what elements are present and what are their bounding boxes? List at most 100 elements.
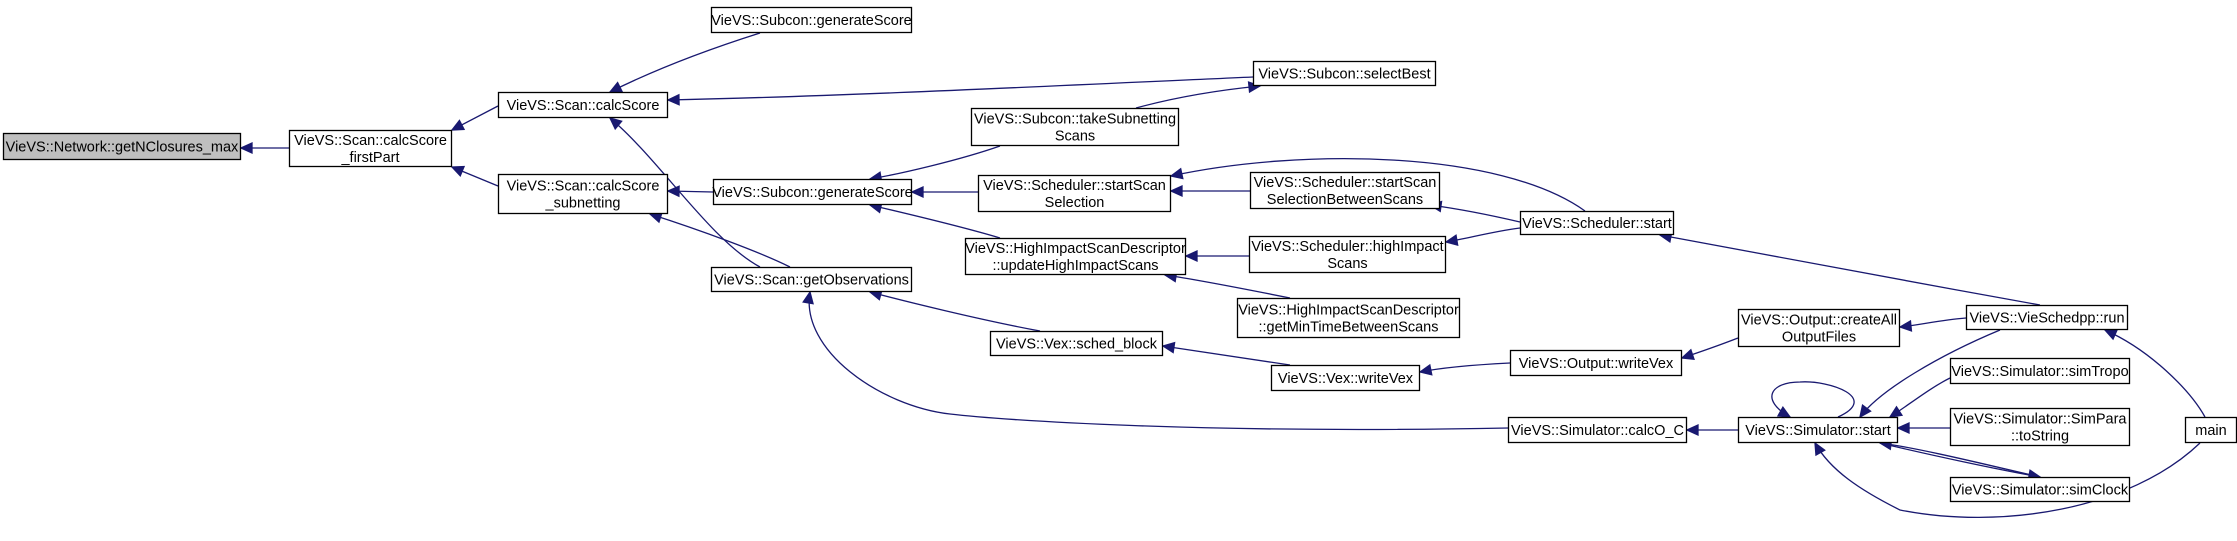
node-vievs-subcon-generatescore[interactable]: VieVS::Subcon::generateScore xyxy=(710,6,913,34)
node-label: VieVS::Scheduler::startScan xyxy=(983,178,1166,194)
edge-line xyxy=(808,291,1509,431)
node-vievs-scan-calcscore[interactable]: VieVS::Scan::calcScore xyxy=(497,91,669,119)
node-label: ::toString xyxy=(2011,429,2069,445)
node-box xyxy=(710,6,913,34)
node-vievs-vex-writevex[interactable]: VieVS::Vex::writeVex xyxy=(1270,364,1421,392)
edge-line xyxy=(869,145,1001,180)
edge-line xyxy=(1419,362,1511,373)
node-label: VieVS::VieSchedpp::run xyxy=(1969,311,2124,327)
call-edge-vievs-vex-writevex-to-vievs-vex-sched-block xyxy=(1161,341,1291,366)
node-label: VieVS::Vex::sched_block xyxy=(996,337,1158,353)
node-box xyxy=(2,132,242,161)
arrow-head-icon xyxy=(666,185,680,198)
node-vievs-simulator-simclock[interactable]: VieVS::Simulator::simClock xyxy=(1949,476,2131,503)
node-box xyxy=(712,178,913,206)
node-box xyxy=(2184,416,2237,444)
node-vievs-simulator-simpara-tostring[interactable]: VieVS::Simulator::SimPara::toString xyxy=(1949,407,2131,447)
call-edge-vievs-simulator-start-to-vievs-simulator-calco-c xyxy=(1685,423,1738,437)
node-label: VieVS::Scheduler::start xyxy=(1522,216,1672,232)
arrow-head-icon xyxy=(1184,249,1198,263)
arrow-head-icon xyxy=(1444,234,1459,247)
arrow-head-icon xyxy=(910,185,924,199)
node-label: VieVS::Scheduler::startScan xyxy=(1254,175,1437,191)
arrow-head-icon xyxy=(1418,363,1433,376)
edge-line xyxy=(667,76,1254,101)
edge-line xyxy=(1814,442,2201,519)
node-vievs-simulator-start[interactable]: VieVS::Simulator::start xyxy=(1737,416,1899,444)
node-label: VieVS::Subcon::selectBest xyxy=(1258,67,1430,83)
node-box xyxy=(1737,416,1899,444)
node-label: VieVS::Subcon::generateScore xyxy=(712,185,912,201)
node-label: VieVS::Scan::getObservations xyxy=(714,273,909,289)
call-edge-vievs-highimpactscandescriptor-getmintimebetweenscans-to-vievs-highimpactscandescriptor-updatehighimpactscans xyxy=(1163,270,1291,299)
node-vievs-scan-calcscore-subnetting[interactable]: VieVS::Scan::calcScore_subnetting xyxy=(497,173,669,215)
node-vievs-scheduler-startscanselectionbetweenscans[interactable]: VieVS::Scheduler::startScanSelectionBetw… xyxy=(1249,171,1441,210)
node-box xyxy=(1519,210,1675,236)
node-box xyxy=(1249,171,1441,210)
node-box xyxy=(970,107,1180,147)
node-vievs-scan-calcscore-firstpart[interactable]: VieVS::Scan::calcScore_firstPart xyxy=(288,129,453,168)
node-vievs-scheduler-start[interactable]: VieVS::Scheduler::start xyxy=(1519,210,1675,236)
node-vievs-scan-getobservations[interactable]: VieVS::Scan::getObservations xyxy=(710,266,913,293)
node-box xyxy=(1507,416,1688,444)
node-label: VieVS::HighImpactScanDescriptor xyxy=(965,241,1186,257)
node-vievs-subcon-generatescore[interactable]: VieVS::Subcon::generateScore xyxy=(712,178,913,206)
arrow-head-icon xyxy=(1680,348,1695,361)
edge-line xyxy=(1429,204,1521,223)
node-main[interactable]: main xyxy=(2184,416,2237,444)
node-vievs-vex-sched-block[interactable]: VieVS::Vex::sched_block xyxy=(989,330,1164,357)
arrow-head-icon xyxy=(1859,404,1872,419)
arrow-head-icon xyxy=(1169,167,1184,180)
edge-line xyxy=(1170,158,1586,212)
call-edge-vievs-scheduler-startscanselectionbetweenscans-to-vievs-scheduler-startscanselection xyxy=(1169,184,1250,198)
edge-line xyxy=(1859,329,2001,418)
node-label: VieVS::Simulator::simTropo xyxy=(1951,364,2128,380)
node-label: VieVS::Subcon::takeSubnetting xyxy=(974,112,1176,128)
arrow-head-icon xyxy=(608,81,624,93)
edge-line xyxy=(609,117,761,268)
edge-line xyxy=(1164,274,1291,299)
edge-line xyxy=(1771,381,1855,418)
node-vievs-highimpactscandescriptor-updatehighimpactscans[interactable]: VieVS::HighImpactScanDescriptor::updateH… xyxy=(964,237,1187,276)
node-vievs-subcon-selectbest[interactable]: VieVS::Subcon::selectBest xyxy=(1252,60,1437,87)
edge-line xyxy=(649,213,791,268)
arrow-head-icon xyxy=(1776,406,1792,418)
edge-line xyxy=(2104,329,2206,418)
arrow-head-icon xyxy=(666,93,680,106)
node-box xyxy=(1949,357,2131,385)
node-label: VieVS::HighImpactScanDescriptor xyxy=(1238,303,1459,319)
node-vievs-simulator-simtropo[interactable]: VieVS::Simulator::simTropo xyxy=(1949,357,2131,385)
call-edge-vievs-scan-calcscore-subnetting-to-vievs-scan-calcscore-firstpart xyxy=(450,165,499,187)
call-edge-vievs-scheduler-start-to-vievs-scheduler-startscanselectionbetweenscans xyxy=(1428,200,1521,223)
node-vievs-highimpactscandescriptor-getmintimebetweenscans[interactable]: VieVS::HighImpactScanDescriptor::getMinT… xyxy=(1236,297,1461,339)
node-label: _firstPart xyxy=(340,150,399,166)
edge-line xyxy=(869,291,1041,332)
node-box xyxy=(989,330,1164,357)
call-edge-vievs-scan-getobservations-to-vievs-scan-calcscore-subnetting xyxy=(648,211,791,268)
node-label: Scans xyxy=(1327,256,1367,272)
node-vievs-output-writevex[interactable]: VieVS::Output::writeVex xyxy=(1509,349,1683,377)
arrow-head-icon xyxy=(1898,319,1913,332)
node-label: VieVS::Simulator::SimPara xyxy=(1954,412,2128,428)
node-label: VieVS::Scheduler::highImpact xyxy=(1251,239,1443,255)
node-vievs-simulator-calco-c[interactable]: VieVS::Simulator::calcO_C xyxy=(1507,416,1688,444)
arrow-head-icon xyxy=(1814,441,1826,457)
node-box xyxy=(710,266,913,293)
node-label: VieVS::Simulator::calcO_C xyxy=(1511,423,1684,439)
node-label: VieVS::Output::writeVex xyxy=(1519,356,1674,372)
node-box xyxy=(1509,349,1683,377)
node-label: VieVS::Subcon::generateScore xyxy=(711,13,911,29)
node-box xyxy=(1248,235,1447,274)
call-edge-vievs-simulator-simpara-tostring-to-vievs-simulator-start xyxy=(1896,421,1950,435)
arrow-head-icon xyxy=(239,141,253,155)
call-edge-vievs-subcon-generatescore-to-vievs-scan-calcscore xyxy=(608,32,761,93)
call-edge-vievs-vieschedpp-run-to-vievs-scheduler-start xyxy=(1658,231,2041,306)
arrow-head-icon xyxy=(802,290,814,305)
call-edge-vievs-simulator-start-to-vievs-simulator-start xyxy=(1771,381,1855,418)
node-vievs-vieschedpp-run[interactable]: VieVS::VieSchedpp::run xyxy=(1965,304,2129,331)
